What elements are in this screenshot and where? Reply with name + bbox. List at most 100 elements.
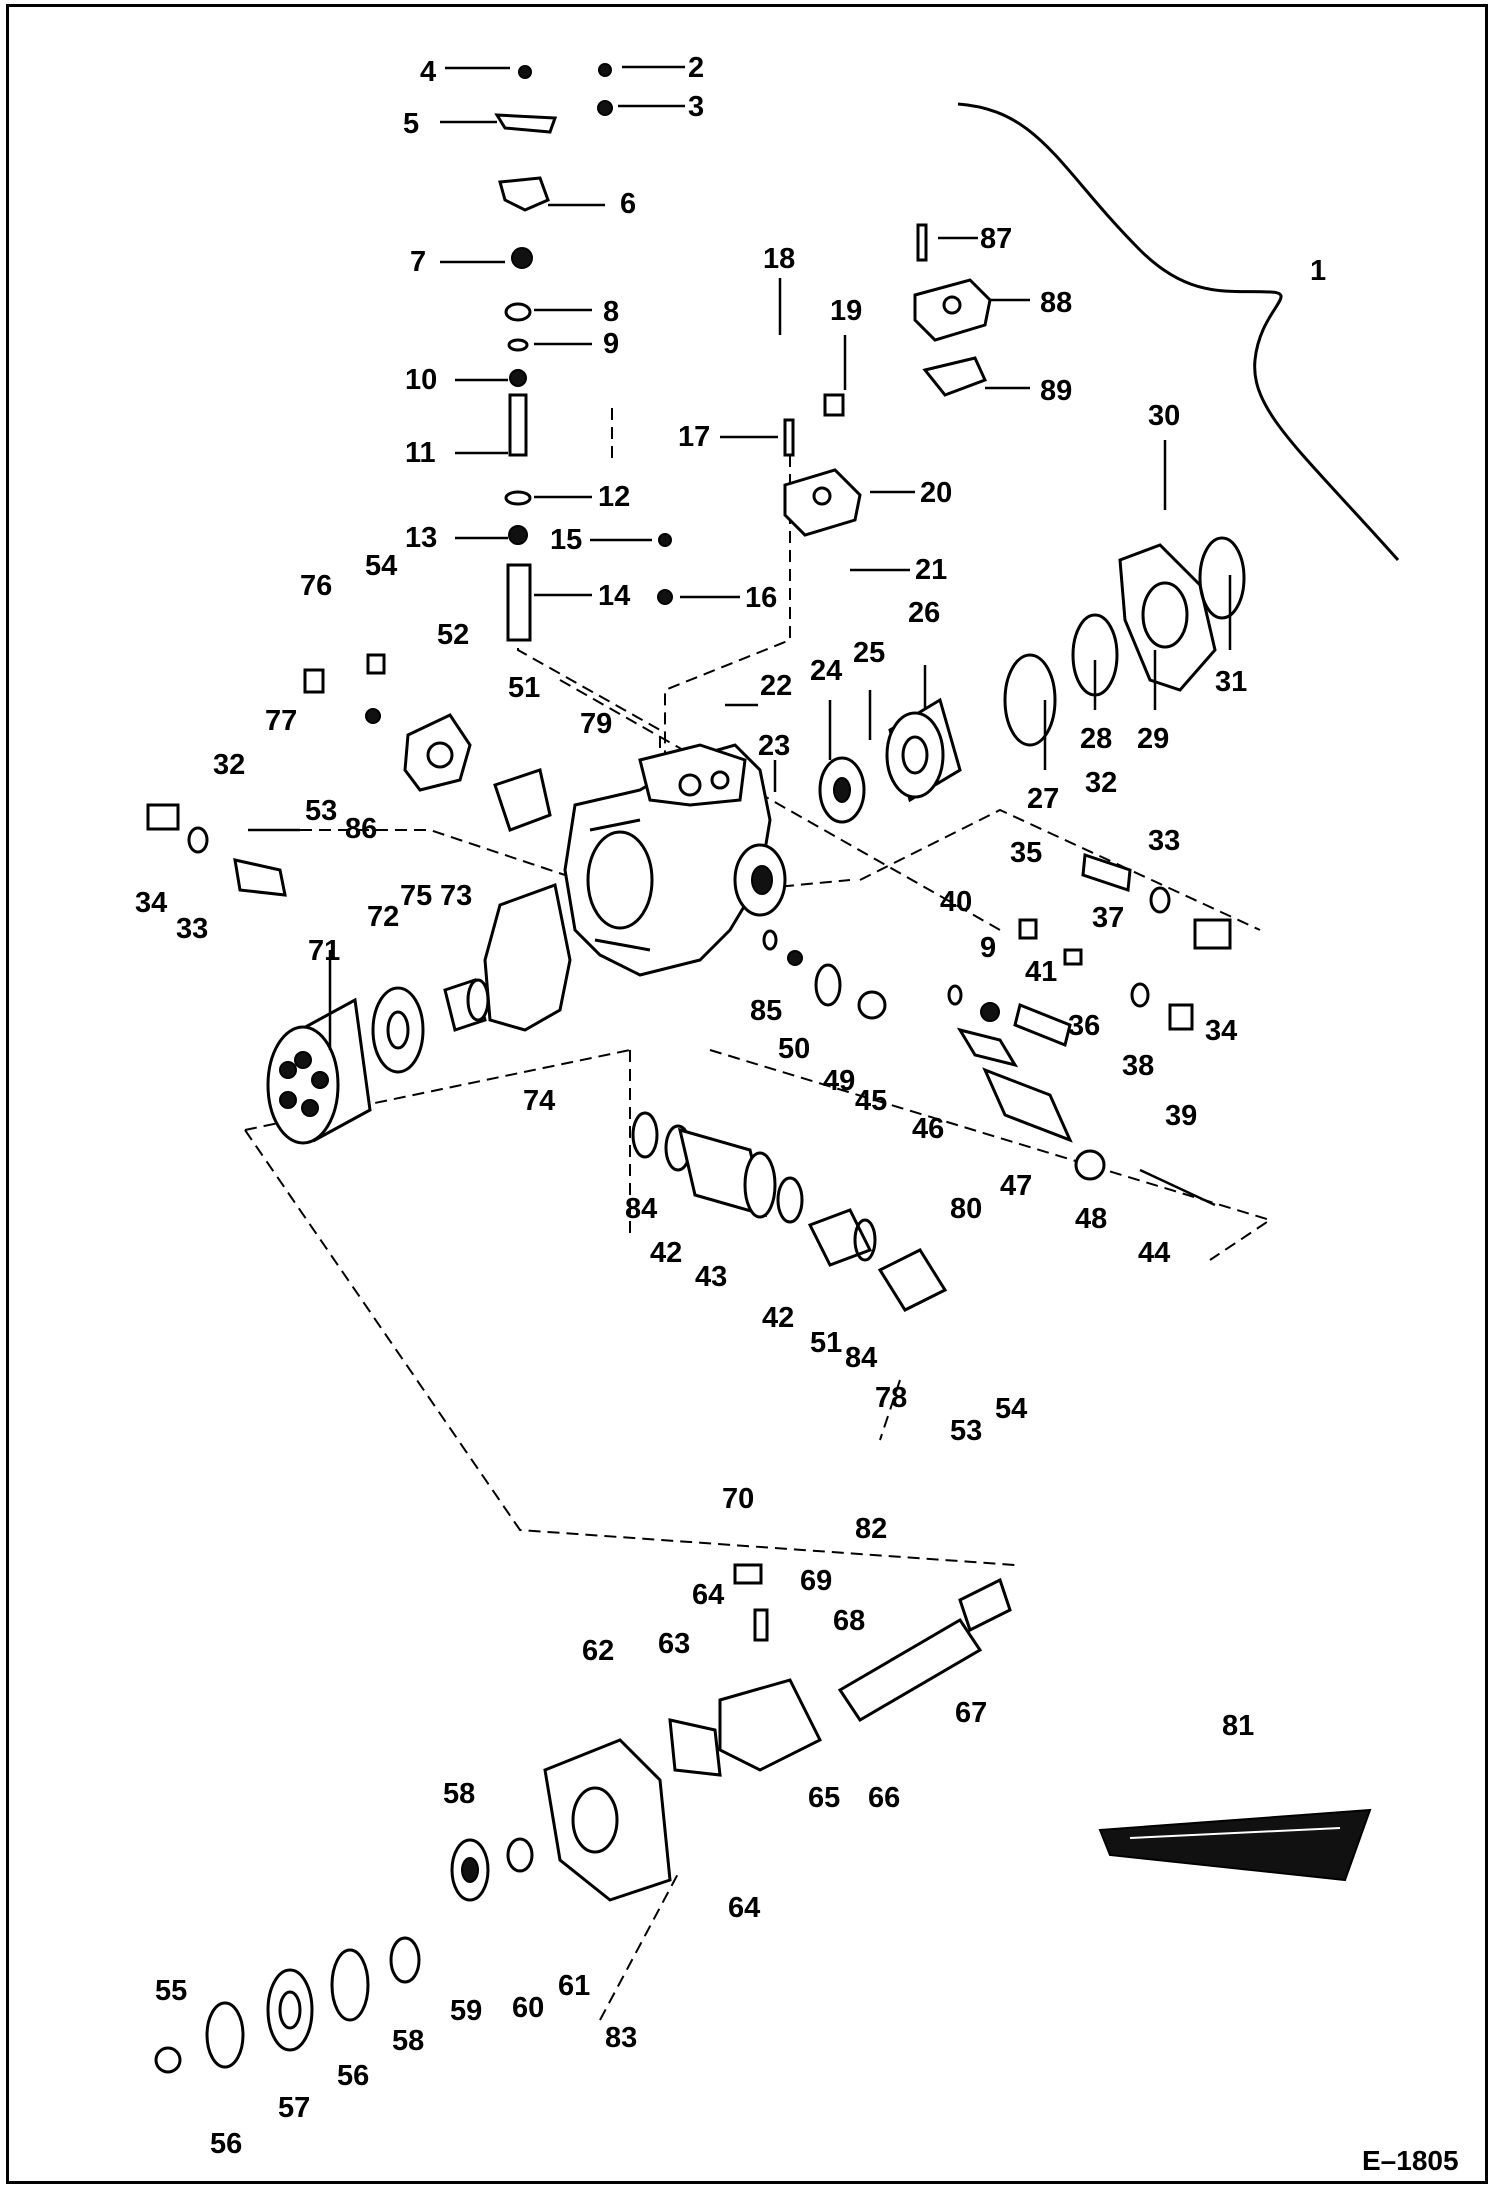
- callout-16: 16: [745, 582, 777, 614]
- callout-76: 76: [300, 570, 332, 602]
- callout-22: 22: [760, 670, 792, 702]
- callout-64: 64: [692, 1579, 724, 1611]
- callout-75: 75: [400, 880, 432, 912]
- callout-7: 7: [410, 246, 426, 278]
- callout-6: 6: [620, 188, 636, 220]
- callout-84b: 84: [845, 1342, 877, 1374]
- callout-62: 62: [582, 1635, 614, 1667]
- callout-54: 54: [365, 550, 397, 582]
- callout-41: 41: [1025, 956, 1057, 988]
- callout-12: 12: [598, 481, 630, 513]
- callout-85: 85: [750, 995, 782, 1027]
- callout-78: 78: [875, 1382, 907, 1414]
- callout-56: 56: [210, 2128, 242, 2160]
- callout-42b: 42: [762, 1302, 794, 1334]
- callout-60: 60: [512, 1992, 544, 2024]
- leader-lines: [248, 65, 1232, 1050]
- callout-23: 23: [758, 730, 790, 762]
- callout-35: 35: [1010, 837, 1042, 869]
- charge-pump-assembly: [818, 536, 1246, 824]
- callout-9b: 9: [980, 932, 996, 964]
- main-pump-housing: [563, 743, 787, 977]
- callout-37: 37: [1092, 902, 1124, 934]
- callout-69: 69: [800, 1565, 832, 1597]
- callout-64b: 64: [728, 1892, 760, 1924]
- callout-49: 49: [823, 1065, 855, 1097]
- front-seals: [154, 1936, 421, 2074]
- callout-34b: 34: [1205, 1015, 1237, 1047]
- callout-33: 33: [176, 913, 208, 945]
- callout-38: 38: [1122, 1050, 1154, 1082]
- callout-48: 48: [1075, 1203, 1107, 1235]
- manifold-blocks: [783, 223, 992, 537]
- callout-63: 63: [658, 1628, 690, 1660]
- seal-kit: [1098, 1808, 1372, 1882]
- end-cover: [303, 653, 552, 832]
- callout-70: 70: [722, 1483, 754, 1515]
- servo-assembly: [631, 929, 1216, 1312]
- relief-valve-parts: [146, 803, 1232, 1048]
- callout-71: 71: [308, 935, 340, 967]
- callout-86: 86: [345, 813, 377, 845]
- callout-65: 65: [808, 1782, 840, 1814]
- callout-83: 83: [605, 2022, 637, 2054]
- callout-11: 11: [405, 437, 436, 469]
- diagram-border: [6, 4, 1488, 2184]
- callout-74: 74: [523, 1085, 555, 1117]
- callout-26: 26: [908, 597, 940, 629]
- callout-31: 31: [1215, 666, 1247, 698]
- callout-58b: 58: [392, 2025, 424, 2057]
- callout-82: 82: [855, 1513, 887, 1545]
- callout-53b: 53: [950, 1415, 982, 1447]
- callout-44: 44: [1138, 1237, 1170, 1269]
- callout-14: 14: [598, 580, 630, 612]
- callout-61: 61: [558, 1970, 590, 2002]
- callout-32: 32: [213, 749, 245, 781]
- callout-50: 50: [778, 1033, 810, 1065]
- callout-20: 20: [920, 477, 952, 509]
- callout-3: 3: [688, 91, 704, 123]
- callout-36: 36: [1068, 1010, 1100, 1042]
- callout-68: 68: [833, 1605, 865, 1637]
- callout-15: 15: [550, 524, 582, 556]
- callout-46: 46: [912, 1113, 944, 1145]
- callout-47: 47: [1000, 1170, 1032, 1202]
- valve-plate: [371, 986, 425, 1074]
- callout-39: 39: [1165, 1100, 1197, 1132]
- needle-bearing: [443, 978, 490, 1032]
- callout-80: 80: [950, 1193, 982, 1225]
- callout-33b: 33: [1148, 825, 1180, 857]
- control-stack: [494, 63, 673, 642]
- callout-10: 10: [405, 364, 437, 396]
- callout-53: 53: [305, 795, 337, 827]
- callout-43: 43: [695, 1261, 727, 1293]
- callout-73: 73: [440, 880, 472, 912]
- callout-51b: 51: [810, 1327, 842, 1359]
- callout-25: 25: [853, 637, 885, 669]
- callout-52: 52: [437, 619, 469, 651]
- housing-gasket: [483, 882, 572, 1032]
- callout-40: 40: [940, 886, 972, 918]
- shaft-assembly: [450, 1563, 1012, 1902]
- callout-81: 81: [1222, 1710, 1254, 1742]
- callout-34: 34: [135, 887, 167, 919]
- callout-89: 89: [1040, 375, 1072, 407]
- callout-87: 87: [980, 223, 1012, 255]
- callout-28: 28: [1080, 723, 1112, 755]
- callout-54b: 54: [995, 1393, 1027, 1425]
- callout-2: 2: [688, 52, 704, 84]
- callout-72: 72: [367, 901, 399, 933]
- assembly-bracket: [957, 102, 1400, 561]
- callout-17: 17: [678, 421, 710, 453]
- figure-code: E–1805: [1362, 2145, 1459, 2176]
- callout-51: 51: [508, 672, 540, 704]
- callout-79: 79: [580, 708, 612, 740]
- callout-58: 58: [443, 1778, 475, 1810]
- callout-5: 5: [403, 108, 419, 140]
- callout-42: 42: [650, 1237, 682, 1269]
- callout-88: 88: [1040, 287, 1072, 319]
- callout-30: 30: [1148, 400, 1180, 432]
- callout-27: 27: [1027, 783, 1059, 815]
- callout-29: 29: [1137, 723, 1169, 755]
